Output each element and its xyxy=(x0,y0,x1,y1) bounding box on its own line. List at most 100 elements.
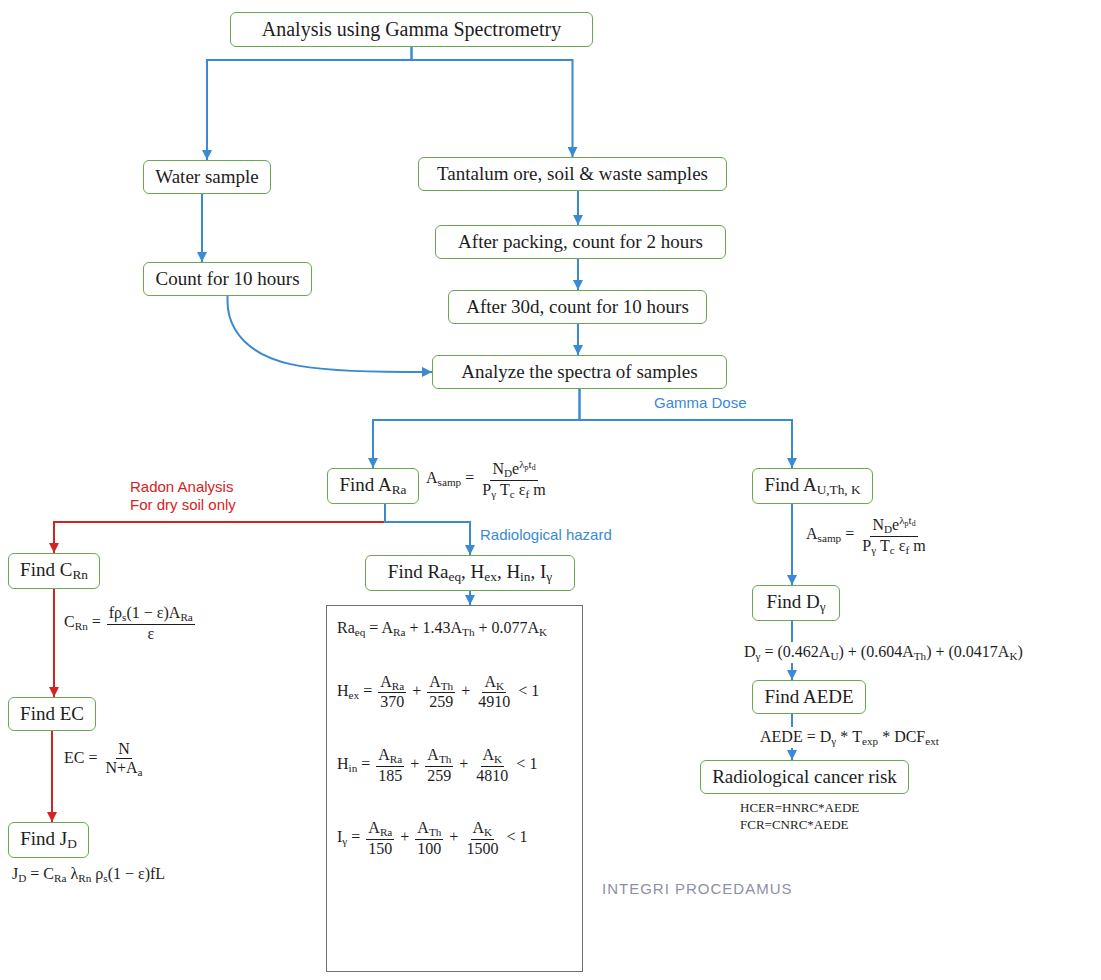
text-run: , H xyxy=(497,561,520,582)
text-run: Rn xyxy=(78,872,91,884)
subscript: Ra xyxy=(392,482,407,497)
text-run: Ra xyxy=(54,872,66,884)
text-run: ε xyxy=(515,481,526,498)
text-run: eq xyxy=(355,626,366,638)
text-run: Water sample xyxy=(155,166,258,187)
subscript: Ra xyxy=(393,626,405,638)
text-run: fρ xyxy=(109,604,122,621)
text-run: P xyxy=(482,481,491,498)
formula: HCER=HNRC*AEDE xyxy=(738,800,861,816)
fraction: AK 4910 xyxy=(476,673,512,712)
subscript: c xyxy=(890,544,895,556)
text-run: γ xyxy=(820,599,826,614)
subscript: Th xyxy=(914,650,926,662)
denominator: Pγ Tc εf m xyxy=(480,481,548,501)
text-run: γ xyxy=(491,488,496,500)
text-run: = A xyxy=(365,619,393,636)
text-run: Ra xyxy=(337,619,355,636)
numerator: ARa xyxy=(378,673,406,694)
text-run: Analyze the spectra of samples xyxy=(461,361,697,382)
text-run: A xyxy=(368,819,380,836)
text-run: ext xyxy=(925,735,939,747)
text-run: = C xyxy=(26,865,54,882)
text-run: Ra xyxy=(392,680,404,692)
process-box: Find JD xyxy=(8,822,89,858)
subscript: Th xyxy=(441,680,453,692)
branch-label: Radon Analysis xyxy=(128,478,235,496)
text-run: = (0.462A xyxy=(761,643,831,660)
box-text: After packing, count for 2 hours xyxy=(458,230,703,254)
numerator: ATh xyxy=(425,746,453,767)
text-run: AEDE = D xyxy=(760,728,831,745)
fraction: NDeλptd Pγ Tc εf m xyxy=(480,458,548,501)
formula-text: Raeq = ARa + 1.43ATh + 0.077AK xyxy=(337,618,547,639)
text-run: f xyxy=(526,488,530,500)
text-run: < 1 xyxy=(512,755,537,772)
numerator: AK xyxy=(471,819,495,840)
subscript: s xyxy=(103,872,107,884)
numerator: N xyxy=(116,740,132,759)
text-run: f xyxy=(906,544,910,556)
text-run: A xyxy=(473,819,485,836)
subscript: samp xyxy=(818,532,842,544)
text-run: m xyxy=(909,537,925,554)
fraction: ARa 185 xyxy=(376,746,404,785)
text-run: (1 − ε)fL xyxy=(108,865,166,882)
superscript: λptd xyxy=(899,514,915,526)
formula-text: Hex = ARa 370 + ATh 259 + AK 4910 < 1 xyxy=(337,673,539,712)
subscript: ex xyxy=(484,569,497,584)
box-text: Tantalum ore, soil & waste samples xyxy=(437,162,708,186)
process-box: Find AEDE xyxy=(752,680,866,714)
flow-arrow xyxy=(228,296,433,372)
text-run: eq xyxy=(449,569,462,584)
formula: AEDE = Dγ * Texp * DCFext xyxy=(758,727,941,748)
subscript: d xyxy=(912,519,916,528)
subscript: ex xyxy=(349,689,360,701)
flow-arrow xyxy=(51,731,53,822)
text-run: λ xyxy=(899,514,904,526)
text-run: 4910 xyxy=(478,693,510,710)
text-run: N xyxy=(492,460,504,477)
subscript: f xyxy=(906,544,910,556)
subscript: Ra xyxy=(380,826,392,838)
process-box: Find Raeq, Hex, Hin, Iγ xyxy=(365,555,575,591)
text-run: γ xyxy=(546,569,552,584)
text-run: P xyxy=(862,537,871,554)
text-run: + xyxy=(445,828,462,845)
text-run: ex xyxy=(349,689,360,701)
text-run: Find Ra xyxy=(388,561,449,582)
subscript: Th xyxy=(429,826,441,838)
process-box: Water sample xyxy=(143,160,271,194)
denominator: ε xyxy=(145,625,156,643)
text-run: A xyxy=(378,746,390,763)
text-run: K xyxy=(1009,650,1017,662)
subscript: c xyxy=(510,488,515,500)
text-run: K xyxy=(484,826,492,838)
text-run: exp xyxy=(862,735,878,747)
text-run: 259 xyxy=(427,767,451,784)
text-run: H xyxy=(337,682,349,699)
text-run: + xyxy=(457,682,474,699)
subscript: K xyxy=(539,626,547,638)
branch-label: Radiological hazard xyxy=(478,526,614,544)
text-run: ex xyxy=(484,569,497,584)
text-run: Find AEDE xyxy=(764,686,853,707)
text-run: , H xyxy=(461,561,484,582)
text-run: A xyxy=(380,673,392,690)
subscript: Th xyxy=(439,753,451,765)
flow-arrow xyxy=(207,47,412,160)
subscript: f xyxy=(526,488,530,500)
formula-text: Hin = ARa 185 + ATh 259 + AK 4810 < 1 xyxy=(337,746,537,785)
text-run: Radiological hazard xyxy=(480,526,612,543)
numerator: AK xyxy=(481,746,505,767)
text-run: Ra xyxy=(392,482,407,497)
subscript: p xyxy=(905,519,909,528)
denominator: 100 xyxy=(415,840,443,858)
text-run: U,Th, K xyxy=(817,482,861,497)
formula: FCR=CNRC*AEDE xyxy=(738,817,850,833)
box-text: Find EC xyxy=(20,702,84,726)
fraction: ARa 370 xyxy=(378,673,406,712)
subscript: p xyxy=(525,463,529,472)
text-run: γ xyxy=(756,650,761,662)
text-run: c xyxy=(510,488,515,500)
